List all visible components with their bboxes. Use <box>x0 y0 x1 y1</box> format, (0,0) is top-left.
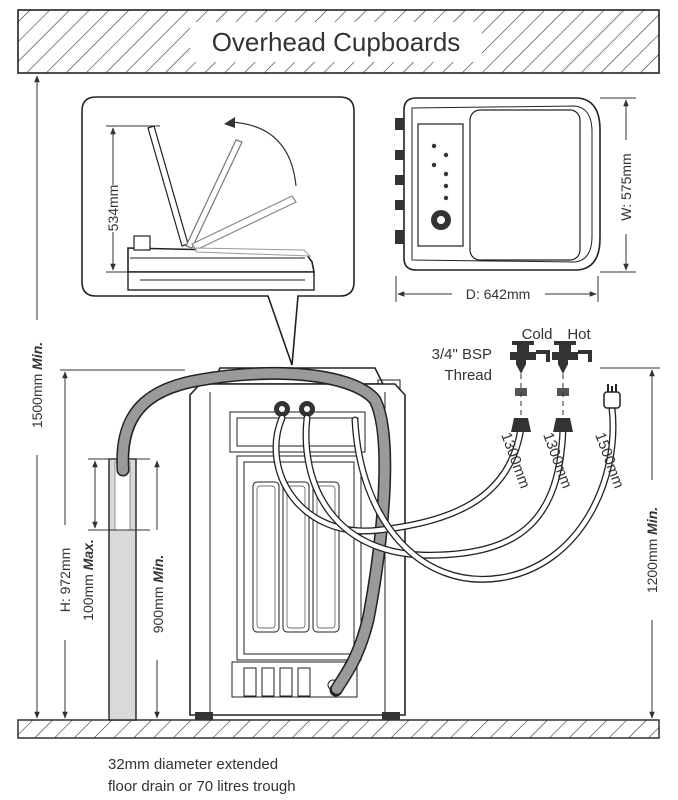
overhead-cupboards: Overhead Cupboards <box>17 9 660 74</box>
drain-note-line1: 32mm diameter extended <box>108 756 278 773</box>
machine-height-dimension: H: 972mm <box>57 369 185 719</box>
inlet-hoses <box>272 404 617 583</box>
cold-tap-icon <box>510 341 550 365</box>
cord-length: 1500mm <box>591 430 627 491</box>
drain-min-dimension: 900mm Min. <box>150 460 166 719</box>
hot-label: Hot <box>567 326 591 343</box>
drain-pipe <box>108 458 137 721</box>
bsp-label-line2: Thread <box>444 367 492 384</box>
tap-height-dimension: 1200mm Min. <box>600 367 660 719</box>
hot-tap-icon <box>552 341 592 365</box>
floor <box>17 719 660 739</box>
width-label: W: 575mm <box>618 153 634 220</box>
hose-fittings <box>511 364 573 432</box>
cold-label: Cold <box>522 326 553 343</box>
drain-min-label: 900mm Min. <box>150 555 166 634</box>
total-height-label: 1500mm Min. <box>29 342 45 428</box>
machine-height-label: H: 972mm <box>57 548 73 613</box>
cold-hose-length: 1300mm <box>497 430 533 491</box>
hot-hose-length: 1300mm <box>539 430 575 491</box>
lid-callout: 534mm <box>81 96 355 366</box>
tap-height-label: 1200mm Min. <box>644 507 660 593</box>
width-dimension: W: 575mm <box>600 97 636 273</box>
machine-top-view <box>395 97 601 271</box>
drain-max-label: 100mm Max. <box>80 539 96 621</box>
bsp-label-line1: 3/4" BSP <box>432 346 492 363</box>
drain-note-line2: floor drain or 70 litres trough <box>108 778 296 795</box>
total-height-dimension: 1500mm Min. <box>29 75 45 719</box>
cupboards-title: Overhead Cupboards <box>212 27 461 57</box>
drain-hose <box>116 366 392 697</box>
depth-dimension: D: 642mm <box>395 276 599 302</box>
power-plug-icon <box>603 384 621 409</box>
lid-height-label: 534mm <box>105 185 121 232</box>
depth-label: D: 642mm <box>466 286 531 302</box>
